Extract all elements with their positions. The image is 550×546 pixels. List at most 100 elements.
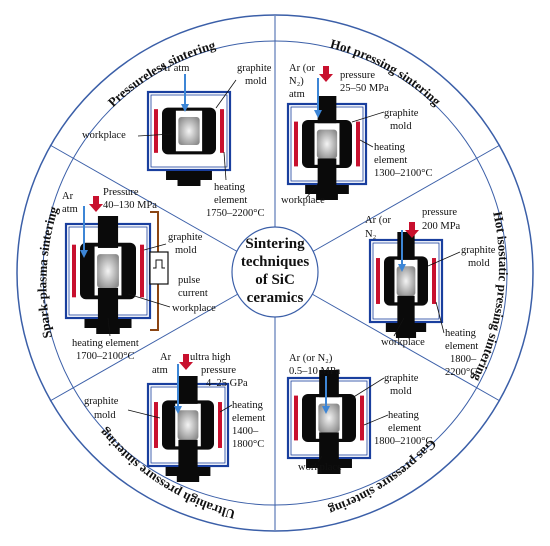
hip-heating-label-3: 1800– [450, 354, 477, 365]
pl-mold-label-2: mold [245, 76, 267, 87]
hp-gas-label-2: N₂) [289, 76, 304, 87]
uh-punch-bottom [178, 439, 198, 468]
hip-heating-label-2: element [445, 341, 478, 352]
hip-heater-left [376, 258, 380, 304]
sps-foot [96, 328, 120, 334]
sps-base [84, 319, 132, 328]
gp-workplace-label: workplace [298, 462, 342, 473]
hp-base [305, 185, 349, 194]
hip-sample [396, 266, 416, 296]
hp-pressure-label-1: pressure [340, 70, 375, 81]
hp-gas-arrow-head [314, 110, 322, 118]
gp-heating-label-1: heating [388, 410, 420, 421]
sps-leader-mold [143, 243, 167, 251]
gp-mold-label-1: graphite [384, 373, 419, 384]
uh-punch-top [178, 376, 198, 404]
sps-pulse-label-1: pulse [178, 275, 201, 286]
uh-mold-label-1: graphite [84, 396, 119, 407]
sps-pulse-label-2: current [178, 288, 208, 299]
labels-ultrahigh: Ar atm ultra high pressure 4–25 GPa grap… [84, 352, 265, 450]
sps-punch-bottom [97, 287, 119, 320]
hp-pressure-arrow [319, 66, 333, 82]
hp-gas-label-1: Ar (or [289, 63, 315, 74]
center-title: Sintering techniques of SiC ceramics [241, 236, 310, 306]
center-line-3: of SiC [255, 272, 295, 288]
uh-leader-mold [127, 409, 161, 419]
hip-workplace-label: workplace [381, 337, 425, 348]
hp-heating-label-2: element [374, 155, 407, 166]
sps-sample [97, 254, 119, 288]
sps-leader-heat [107, 317, 111, 337]
pl-sample [178, 116, 200, 146]
hp-leader-work [305, 183, 319, 199]
sps-pulse-source [149, 251, 169, 285]
sps-mold-label-2: mold [175, 245, 197, 256]
gp-gas-arrow-head [322, 406, 330, 414]
hip-punch-bottom [397, 295, 415, 324]
hp-mold-label-1: graphite [384, 108, 419, 119]
pl-mold-label-1: graphite [237, 63, 272, 74]
sps-gas-label-2: atm [62, 204, 78, 215]
hp-heater-left [294, 121, 298, 167]
hip-gas-arrow-head [398, 264, 406, 272]
pl-heating-label-3: 1750–2200°C [206, 208, 264, 219]
hp-pressure-label-2: 25–50 MPa [340, 83, 389, 94]
sps-furnace [64, 216, 152, 334]
uh-foot [176, 476, 200, 482]
uh-heating-label-3: 1400– [232, 426, 259, 437]
title-spark-plasma: Spark-plasma sintering [34, 204, 61, 339]
uh-gas-label-1: Ar [160, 352, 172, 363]
hp-heating-label-1: heating [374, 142, 406, 153]
uh-heating-label-1: heating [232, 400, 264, 411]
gp-heating-label-3: 1800–2100°C [374, 436, 432, 447]
uh-heating-label-2: element [232, 413, 265, 424]
hp-workplace-label: workplace [281, 195, 325, 206]
gp-gas-label-2: 0.5–10 MPa [289, 366, 341, 377]
pl-leader-work [137, 133, 173, 137]
uh-heating-label-4: 1800°C [232, 439, 264, 450]
gp-mold-label-2: mold [390, 386, 412, 397]
pl-furnace [146, 90, 232, 186]
uh-pressure-arrow [179, 354, 193, 370]
gp-heater-right [360, 395, 364, 441]
hip-heater-right [432, 258, 436, 304]
uh-sample [177, 410, 199, 440]
hip-mold-label-2: mold [468, 258, 490, 269]
uh-pressure-label-3: 4–25 GPa [206, 378, 248, 389]
hp-heating-label-3: 1300–2100°C [374, 168, 432, 179]
sps-heating-label-1: heating element [72, 338, 139, 349]
sps-heating-label-2: 1700–2100°C [76, 351, 134, 362]
sps-pressure-label-2: 40–130 MPa [103, 200, 157, 211]
pl-foot [177, 180, 201, 186]
hip-leader-work [393, 317, 405, 337]
pl-leader-mold [215, 79, 237, 109]
sps-workplace-label: workplace [172, 303, 216, 314]
sps-mold-label-1: graphite [168, 232, 203, 243]
uh-gas-label-2: atm [152, 365, 168, 376]
pl-leader-heat [223, 151, 227, 181]
hp-leader-heat [359, 139, 374, 148]
gp-sample [318, 403, 340, 433]
uh-heater-right [218, 402, 222, 448]
outer-ring [16, 14, 534, 532]
labels-hip: Ar (or N₂ pressure 200 MPa graphite mold… [365, 207, 496, 378]
hip-furnace [368, 232, 444, 338]
sps-pressure-arrow [89, 196, 103, 212]
sps-heater-right [140, 244, 144, 298]
center-ellipse [231, 226, 319, 318]
hip-leader-mold [427, 251, 461, 267]
pl-workplace-label: workplace [82, 130, 126, 141]
uh-furnace [146, 376, 230, 482]
sps-gas-label-1: Ar [62, 191, 74, 202]
sector-dividers [49, 16, 501, 530]
gp-leader-work [317, 455, 323, 463]
equipment-group [64, 66, 461, 482]
pl-heater-left [154, 109, 158, 153]
uh-leader-heat [219, 404, 233, 413]
hp-punch-bottom [317, 158, 337, 186]
gp-foot [317, 468, 341, 474]
sps-leader-work [127, 293, 171, 308]
hp-foot [316, 194, 338, 200]
uh-pressure-label-1: ultra high [190, 352, 231, 363]
hip-pressure-label-1: pressure [422, 207, 457, 218]
